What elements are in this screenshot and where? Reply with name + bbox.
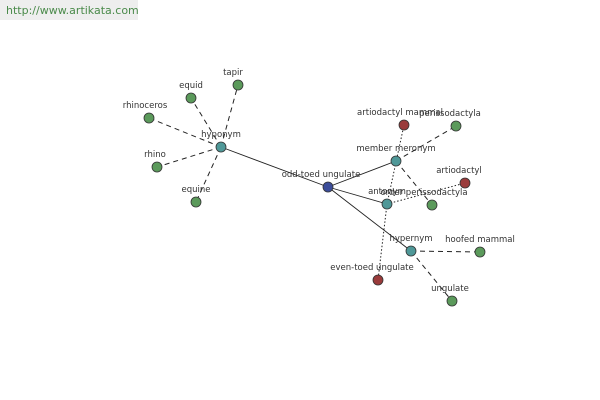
node-marker[interactable] [405,245,417,257]
node-hoofed[interactable]: hoofed mammal [445,235,515,258]
node-label: tapir [223,68,243,78]
node-label: equine [182,185,211,195]
node-artio-mammal[interactable]: artiodactyl mammal [357,108,443,131]
node-label: hoofed mammal [445,235,515,245]
node-label: artiodactyl mammal [357,108,443,118]
node-label: member meronym [356,144,435,154]
node-marker[interactable] [390,155,402,167]
node-equine[interactable]: equine [182,185,211,208]
node-hyponym[interactable]: hyponym [201,130,241,153]
edge-hyponym-tapir [220,84,239,148]
node-label: perissodactyla [419,109,481,119]
edge-center-antonym [327,186,388,205]
node-marker[interactable] [151,161,163,173]
edge-center-hyponym [220,146,329,188]
edge-hyponym-rhino [156,146,222,168]
node-marker[interactable] [398,119,410,131]
node-rhino[interactable]: rhino [144,150,166,173]
node-ungulate[interactable]: ungulate [431,284,469,307]
node-artiodactyl[interactable]: artiodactyl [436,166,482,189]
node-label: rhinoceros [123,101,168,111]
edge-hyponym-equid [190,97,222,148]
node-rhinoceros[interactable]: rhinoceros [123,101,168,124]
edge-antonym-artio_mammal [386,124,405,205]
edge-meronym-peris1 [395,125,457,162]
node-marker[interactable] [215,141,227,153]
watermark: http://www.artikata.com [0,0,139,20]
node-marker[interactable] [322,181,334,193]
node-label: odd-toed ungulate [282,170,361,180]
edge-meronym-order_peris [395,160,433,206]
node-label: hyponym [201,130,241,140]
edge-center-meronym [327,160,397,188]
edge-antonym-even_toed [377,203,388,281]
node-marker[interactable] [446,295,458,307]
node-meronym[interactable]: member meronym [356,144,436,167]
node-label: rhino [144,150,166,160]
node-label: artiodactyl [436,166,482,176]
node-marker[interactable] [450,120,462,132]
node-marker[interactable] [426,199,438,211]
node-equid[interactable]: equid [179,81,203,104]
node-marker[interactable] [190,196,202,208]
node-marker[interactable] [185,92,197,104]
edge-hypernym-ungulate [410,250,453,302]
node-label: even-toed ungulate [330,263,414,273]
node-center[interactable]: odd-toed ungulate [282,170,361,193]
node-marker[interactable] [381,198,393,210]
node-label: ungulate [431,284,469,294]
node-marker[interactable] [372,274,384,286]
edge-antonym-artiodactyl [386,182,466,205]
node-label: equid [179,81,203,91]
node-marker[interactable] [232,79,244,91]
node-even-toed[interactable]: even-toed ungulate [330,263,414,286]
node-label: order perissodactyla [380,188,467,198]
edge-hypernym-hoofed [410,250,481,253]
node-marker[interactable] [474,246,486,258]
watermark-text: http://www.artikata.com [6,4,139,17]
node-marker[interactable] [143,112,155,124]
node-label: hypernym [389,234,432,244]
node-label: antonym [368,187,406,197]
edge-hyponym-equine [195,146,222,203]
edge-hyponym-rhinoceros [148,117,222,148]
node-tapir[interactable]: tapir [223,68,244,91]
node-order-peris[interactable]: order perissodactyla [380,188,468,211]
node-hypernym[interactable]: hypernym [389,234,433,257]
node-marker[interactable] [459,177,471,189]
node-antonym[interactable]: antonym [368,187,406,210]
node-peris1[interactable]: perissodactyla [419,109,481,132]
edge-center-hypernym [327,186,412,252]
